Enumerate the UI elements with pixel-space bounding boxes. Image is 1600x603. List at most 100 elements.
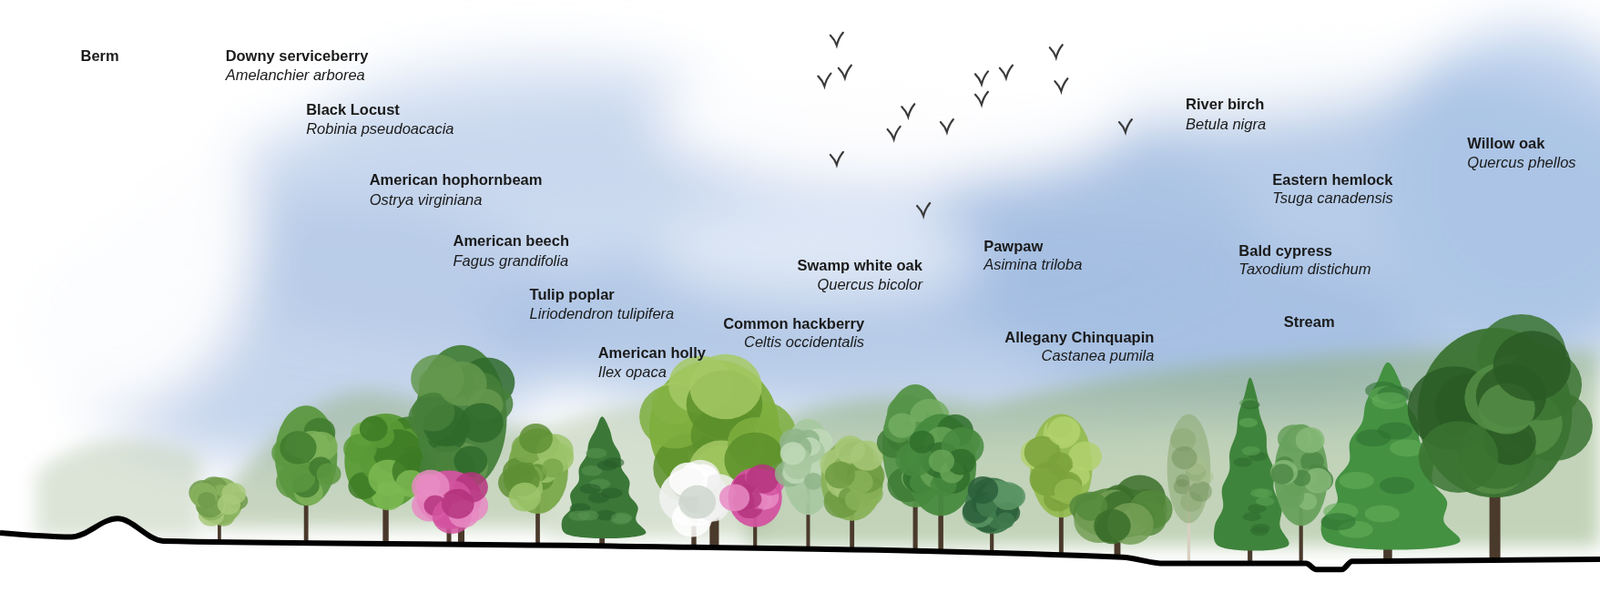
foliage-patch (568, 509, 590, 521)
common-name: Bald cypress (1238, 241, 1333, 260)
foliage-patch (1418, 420, 1499, 493)
foliage-patch (1047, 452, 1073, 477)
foliage-patch (1338, 471, 1374, 490)
latin-name: Tsuga canadensis (1272, 188, 1393, 207)
foliage-patch (438, 361, 488, 407)
common-name: Allegany Chinquapin (1004, 327, 1154, 347)
tree-crown (275, 405, 338, 506)
foliage-patch (1493, 330, 1571, 401)
ground-fill (0, 518, 1600, 603)
foliage-patch (1239, 417, 1258, 428)
foliage-patch (459, 402, 504, 442)
foliage-patch (1093, 509, 1131, 542)
foliage-patch (1242, 446, 1261, 456)
bird (917, 203, 930, 216)
bird (999, 65, 1013, 79)
foliage-patch (1278, 484, 1305, 508)
tree-crown (1167, 414, 1212, 524)
foliage-patch (1171, 446, 1198, 469)
foliage-patch (1189, 480, 1213, 501)
foliage-patch (719, 483, 750, 511)
bird (975, 71, 989, 84)
bird (1119, 119, 1132, 133)
common-name: Downy serviceberry (225, 46, 369, 65)
latin-name: Asimina triloba (983, 254, 1082, 274)
bird-flock (817, 32, 1132, 216)
foliage-patch (1372, 391, 1407, 409)
foliage-patch (689, 354, 763, 420)
tree (561, 416, 647, 546)
tree (819, 435, 885, 551)
tree (407, 345, 515, 545)
foliage-patch (279, 430, 316, 464)
foliage-patch (1250, 526, 1269, 536)
bird (1049, 44, 1063, 58)
foliage-patch (441, 489, 475, 519)
foliage-patch (928, 448, 955, 472)
common-name: Willow oak (1467, 133, 1545, 153)
tree (1069, 475, 1172, 558)
foliage-patch (453, 446, 488, 477)
bird (830, 152, 844, 165)
tree (1407, 314, 1593, 561)
ground-line (0, 518, 1600, 570)
bird (975, 91, 989, 105)
feature-label: Stream (1284, 312, 1336, 331)
foliage-patch (780, 441, 806, 465)
bird (1054, 78, 1068, 92)
foliage-patch (1377, 421, 1413, 439)
common-name: Pawpaw (983, 236, 1043, 255)
foliage-patch (746, 464, 780, 494)
foliage-patch (602, 457, 624, 469)
foliage-patch (1379, 477, 1415, 495)
feature-label: Berm (81, 46, 120, 65)
tree (271, 405, 341, 542)
foliage-patch (804, 472, 824, 490)
common-name: Black Locust (305, 100, 400, 119)
foliage-patch (588, 492, 610, 504)
tree (876, 384, 958, 553)
latin-name: Amelanchier arborea (225, 65, 366, 84)
foliage-patch (825, 461, 856, 490)
common-name: Common hackberry (723, 314, 865, 333)
latin-name: Taxodium distichum (1238, 259, 1371, 278)
foliage-patch (359, 416, 388, 442)
common-name: American beech (453, 231, 570, 250)
foliage-patch (190, 482, 218, 508)
foliage-patch (909, 430, 936, 454)
common-name: Eastern hemlock (1272, 170, 1393, 189)
foliage-patch (580, 483, 602, 495)
bird (887, 126, 901, 140)
foliage-patch (519, 423, 553, 454)
common-name: American holly (598, 343, 706, 362)
foliage-patch (678, 485, 716, 520)
foliage-patch (509, 482, 541, 512)
latin-name: Ostrya virginiana (369, 190, 483, 209)
foliage-patch (197, 491, 216, 509)
bird (940, 119, 954, 133)
foliage-patch (1173, 478, 1191, 495)
foliage-patch (1243, 511, 1262, 521)
tree (1270, 424, 1334, 564)
bird (817, 73, 831, 87)
common-name: American hophornbeam (369, 170, 543, 189)
foliage-patch (1270, 463, 1294, 485)
foliage-patch (316, 462, 342, 485)
latin-name: Castanea pumila (1041, 346, 1155, 365)
foliage-patch (611, 512, 632, 524)
foliage-patch (968, 476, 999, 504)
tree-row (188, 314, 1593, 563)
tree (719, 464, 785, 550)
bird (838, 65, 852, 79)
foliage-patch (1238, 417, 1257, 428)
foliage-patch (1270, 459, 1298, 485)
foliage-patch (1255, 496, 1274, 506)
foliage-patch (1241, 399, 1260, 409)
tree (188, 476, 248, 541)
tree (962, 476, 1026, 555)
foliage-patch (585, 448, 607, 459)
latin-name: Liriodendron tulipifera (529, 304, 675, 323)
bird (830, 32, 844, 46)
foliage-patch (1068, 441, 1101, 472)
